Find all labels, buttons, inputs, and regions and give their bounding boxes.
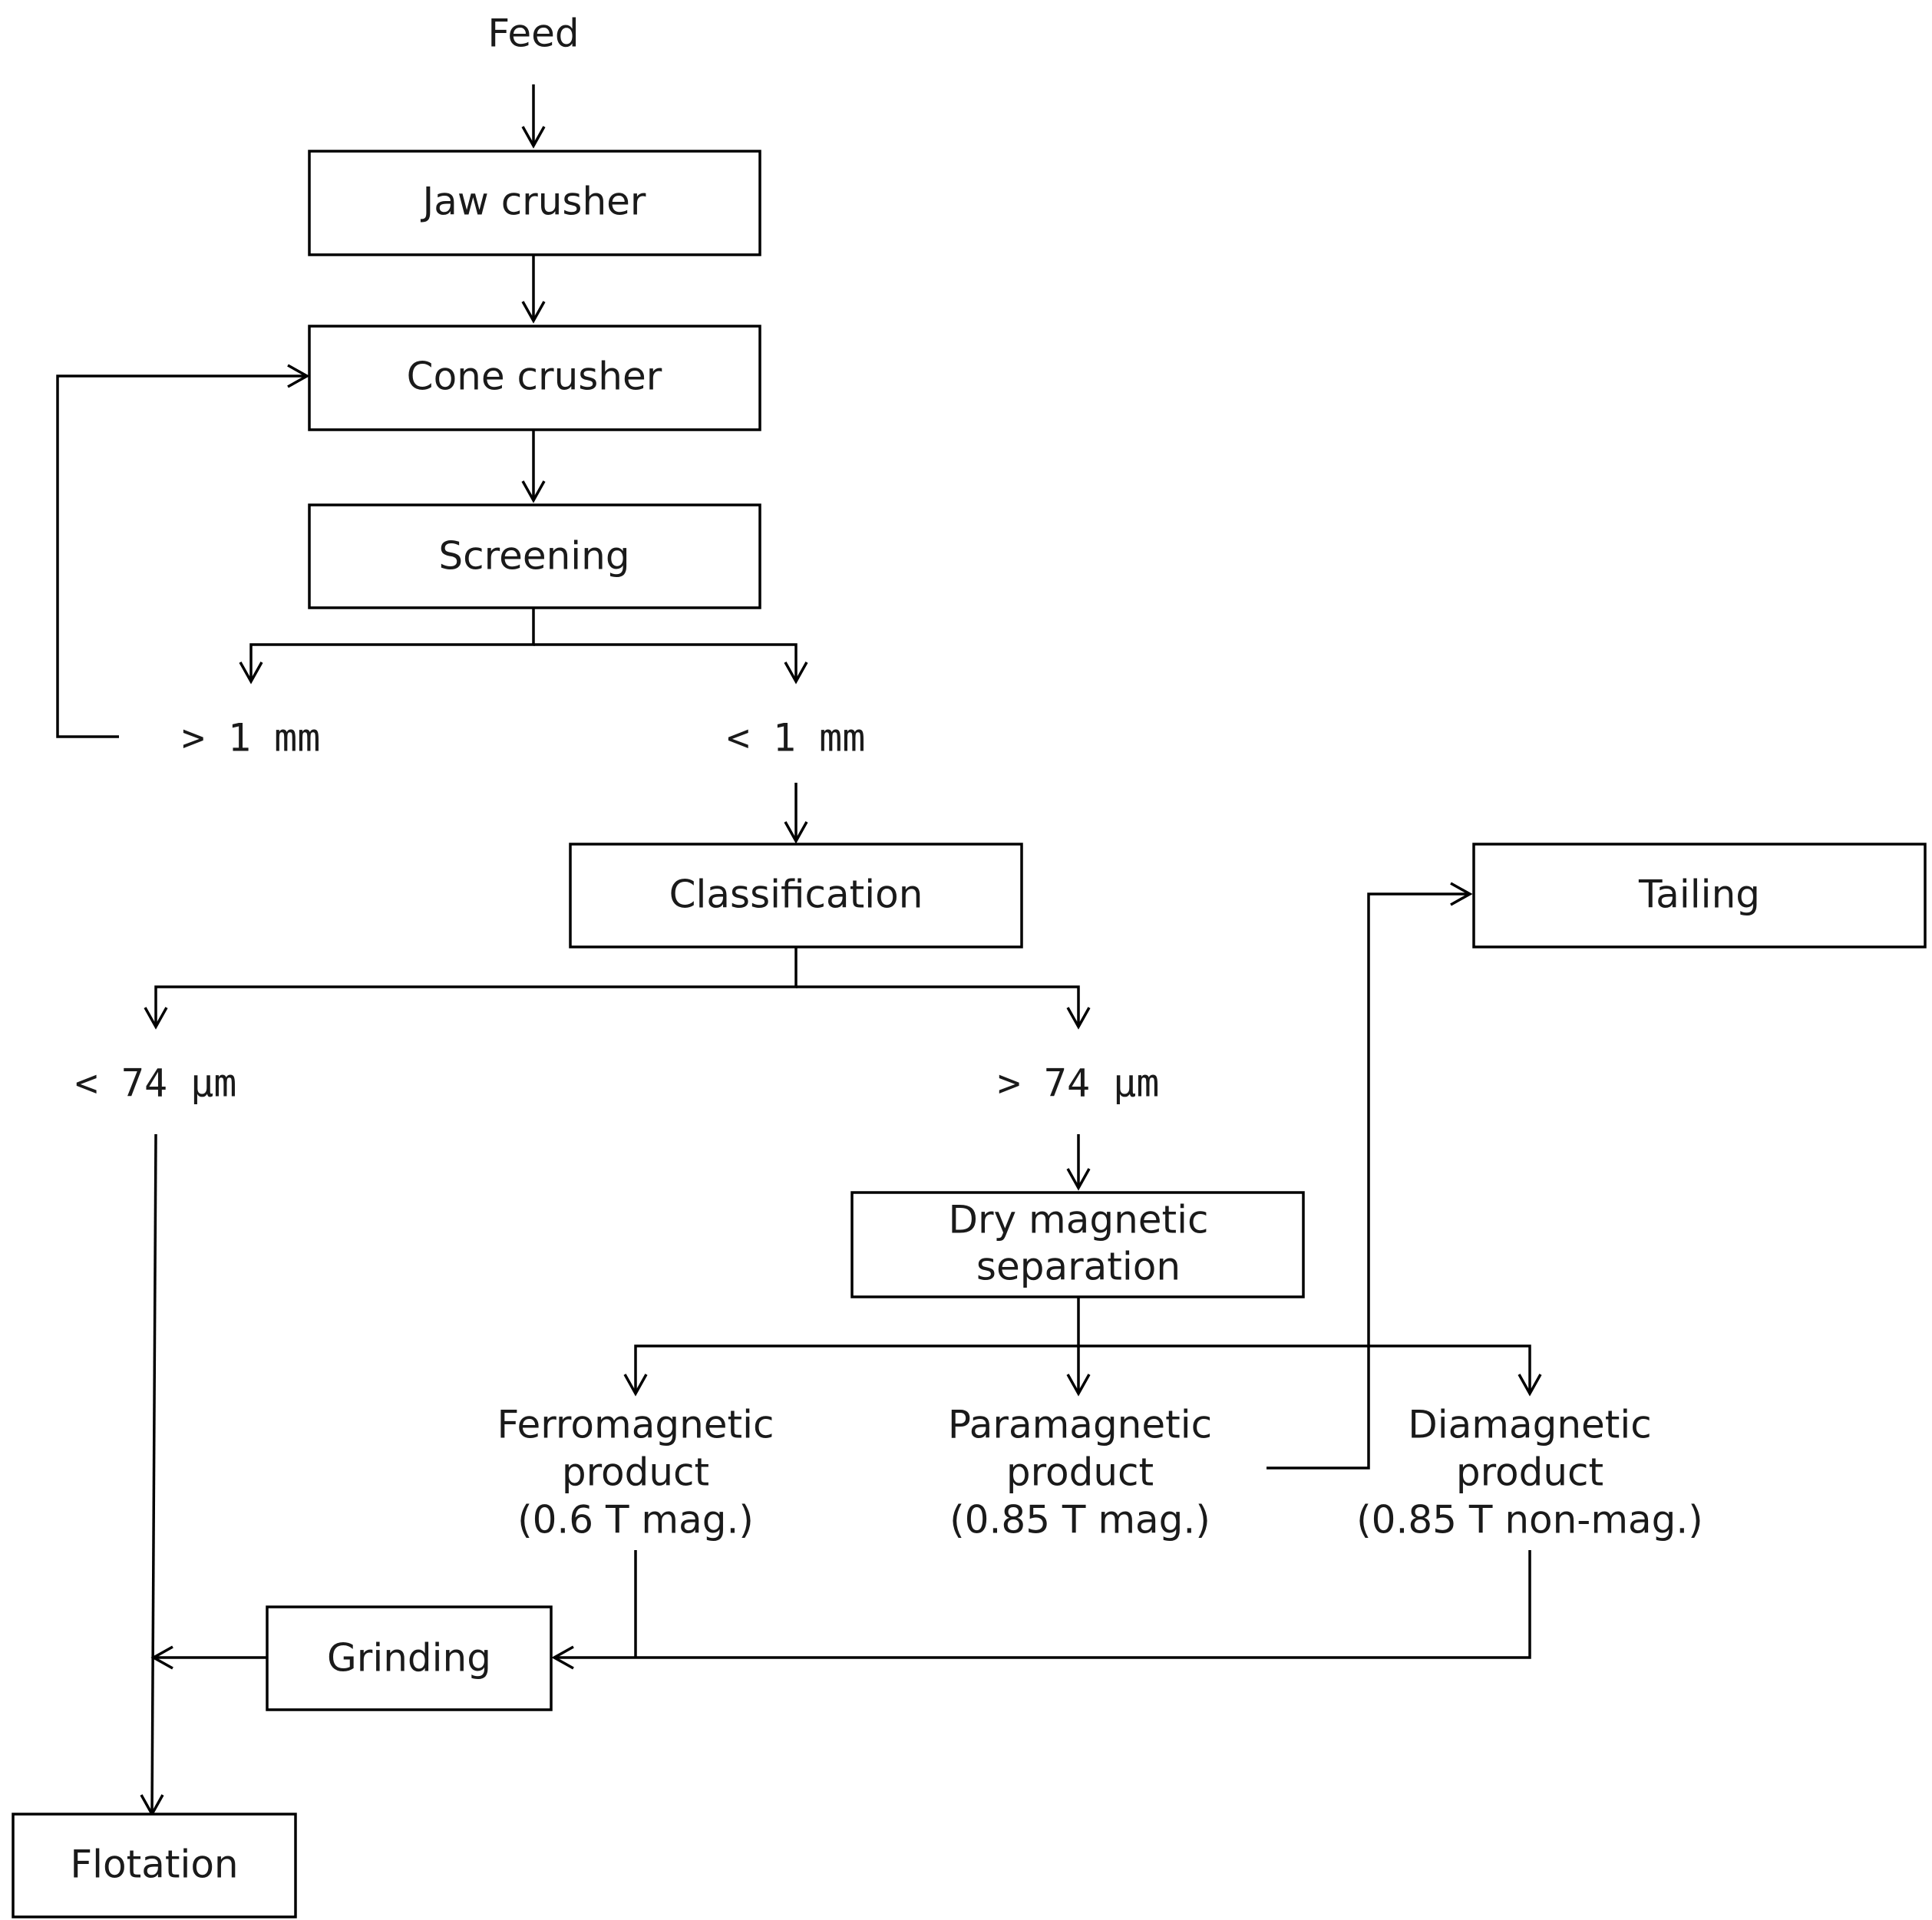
arrowhead-undersize [784, 661, 808, 685]
dry-magnetic-separation-node: Dry magnetic separation [850, 1191, 1305, 1298]
diamagnetic-line3: (0.85 T non-mag.) [1356, 1498, 1703, 1542]
arrowhead-grinding [551, 1645, 574, 1670]
arrowhead-classification [784, 821, 808, 844]
arrowhead-coarse [1066, 1007, 1091, 1030]
connector-classification-fine [154, 947, 798, 1027]
connector-dms-ferro [634, 1297, 1080, 1394]
grinding-label: Grinding [327, 1636, 491, 1681]
arrowhead-cone-screening [521, 480, 546, 503]
ferromagnetic-product: Ferromagnetic product (0.6 T mag.) [497, 1403, 774, 1542]
diamagnetic-line2: product [1456, 1450, 1603, 1495]
classification-box [569, 843, 1023, 948]
connector-dms-dia [1078, 1344, 1531, 1394]
grinding-box [266, 1605, 553, 1711]
cone-crusher-box [308, 325, 761, 431]
flotation-node: Flotation [12, 1813, 297, 1918]
feed-label: Feed [487, 12, 579, 56]
coarse-fraction-label: > 74 µm [998, 1061, 1160, 1106]
arrowhead-recycle [287, 364, 310, 388]
cone-crusher-node: Cone crusher [308, 325, 761, 431]
arrowhead-oversize [239, 661, 263, 685]
ferromagnetic-line1: Ferromagnetic [497, 1403, 774, 1447]
connector-screening-undersize [533, 643, 798, 681]
screening-box [308, 503, 761, 609]
cone-crusher-label: Cone crusher [407, 355, 662, 399]
dry-magnetic-separation-label-line2: separation [976, 1245, 1181, 1289]
tailing-label: Tailing [1638, 873, 1760, 917]
connectors [56, 84, 1542, 1817]
undersize-label: < 1 mm [727, 716, 866, 760]
arrowhead-dia [1518, 1374, 1542, 1397]
paramagnetic-line3: (0.85 T mag.) [949, 1498, 1210, 1542]
arrowhead-dms [1066, 1168, 1091, 1191]
fine-fraction-label: < 74 µm [75, 1061, 237, 1106]
connector-dia-grinding [554, 1550, 1531, 1659]
screening-node: Screening [308, 503, 761, 609]
paramagnetic-product: Paramagnetic product (0.85 T mag.) [948, 1403, 1212, 1542]
jaw-crusher-box [308, 150, 761, 256]
grinding-node: Grinding [266, 1605, 553, 1711]
arrowhead-tailing [1450, 882, 1473, 906]
flotation-box [12, 1813, 297, 1918]
connector-fine-flotation [150, 1133, 157, 1815]
screening-label: Screening [438, 534, 629, 579]
classification-label: Classification [669, 873, 923, 917]
arrowhead-jaw-cone [521, 301, 546, 324]
oversize-label: > 1 mm [182, 716, 321, 760]
diamagnetic-product: Diamagnetic product (0.85 T non-mag.) [1356, 1403, 1703, 1542]
tailing-box [1472, 843, 1927, 948]
jaw-crusher-node: Jaw crusher [308, 150, 761, 256]
ferromagnetic-line3: (0.6 T mag.) [517, 1498, 754, 1542]
classification-node: Classification [569, 843, 1023, 948]
connector-para-tailing [1267, 892, 1470, 1470]
paramagnetic-line1: Paramagnetic [948, 1403, 1212, 1447]
dry-magnetic-separation-label-line1: Dry magnetic [948, 1198, 1208, 1242]
arrowhead-fine [144, 1007, 168, 1030]
arrowhead-para [1066, 1374, 1091, 1397]
arrowhead-ferro [623, 1374, 648, 1397]
flotation-label: Flotation [70, 1842, 238, 1887]
dry-magnetic-separation-box [850, 1191, 1305, 1298]
ferromagnetic-line2: product [562, 1450, 709, 1495]
diamagnetic-line1: Diamagnetic [1408, 1403, 1652, 1447]
tailing-node: Tailing [1472, 843, 1927, 948]
connector-recycle-oversize [56, 374, 307, 738]
connector-classification-coarse [796, 985, 1080, 1027]
paramagnetic-line2: product [1006, 1450, 1154, 1495]
arrowhead-feed-jaw [521, 126, 546, 149]
jaw-crusher-label: Jaw crusher [421, 180, 646, 224]
connector-screening-split [249, 608, 535, 681]
